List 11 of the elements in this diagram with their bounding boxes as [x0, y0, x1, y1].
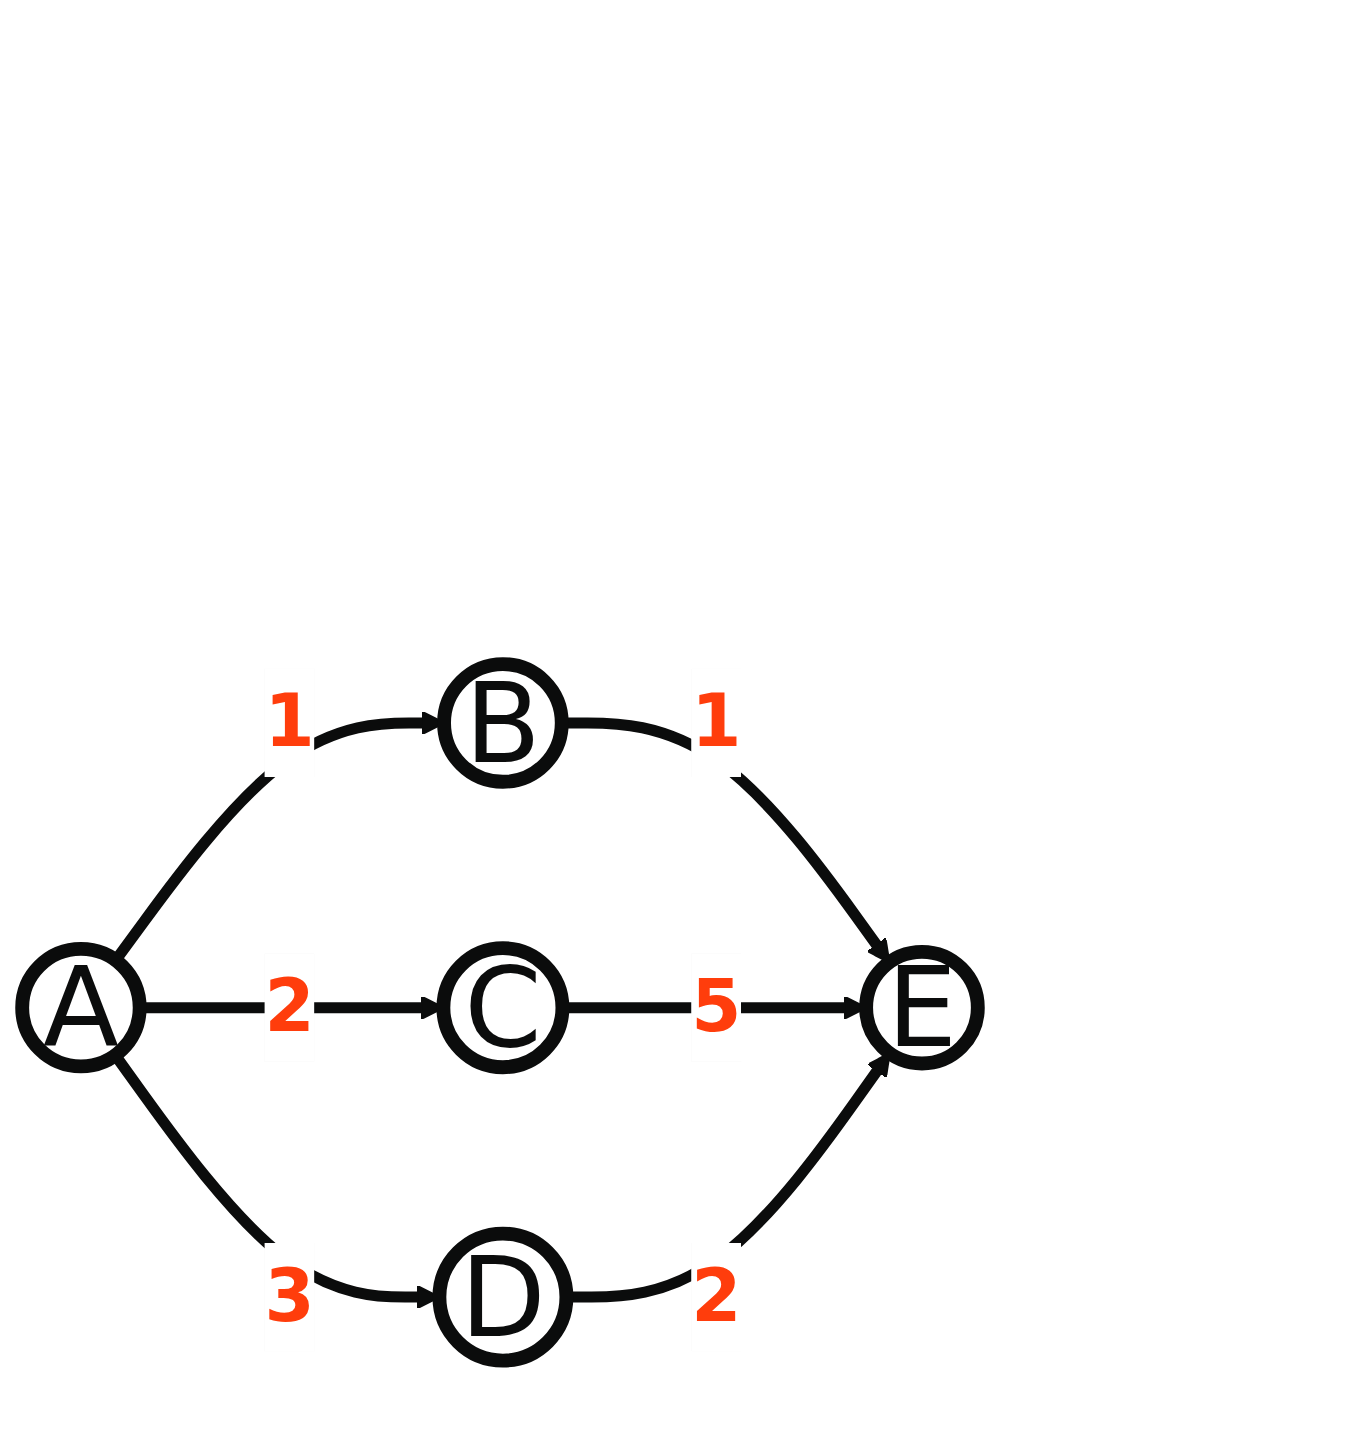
node-circle: D	[432, 1226, 574, 1368]
node-circle: E	[859, 944, 985, 1071]
node-circle: C	[436, 941, 570, 1075]
node-circle: A	[15, 942, 147, 1074]
edge-label: 1	[264, 679, 315, 764]
node-circle: B	[437, 657, 569, 789]
edge-label: 2	[691, 1254, 742, 1338]
edge-label: 1	[691, 679, 742, 764]
edge-label: 3	[264, 1254, 315, 1338]
edge-label: 2	[264, 964, 315, 1048]
edge-label: 5	[691, 964, 742, 1048]
